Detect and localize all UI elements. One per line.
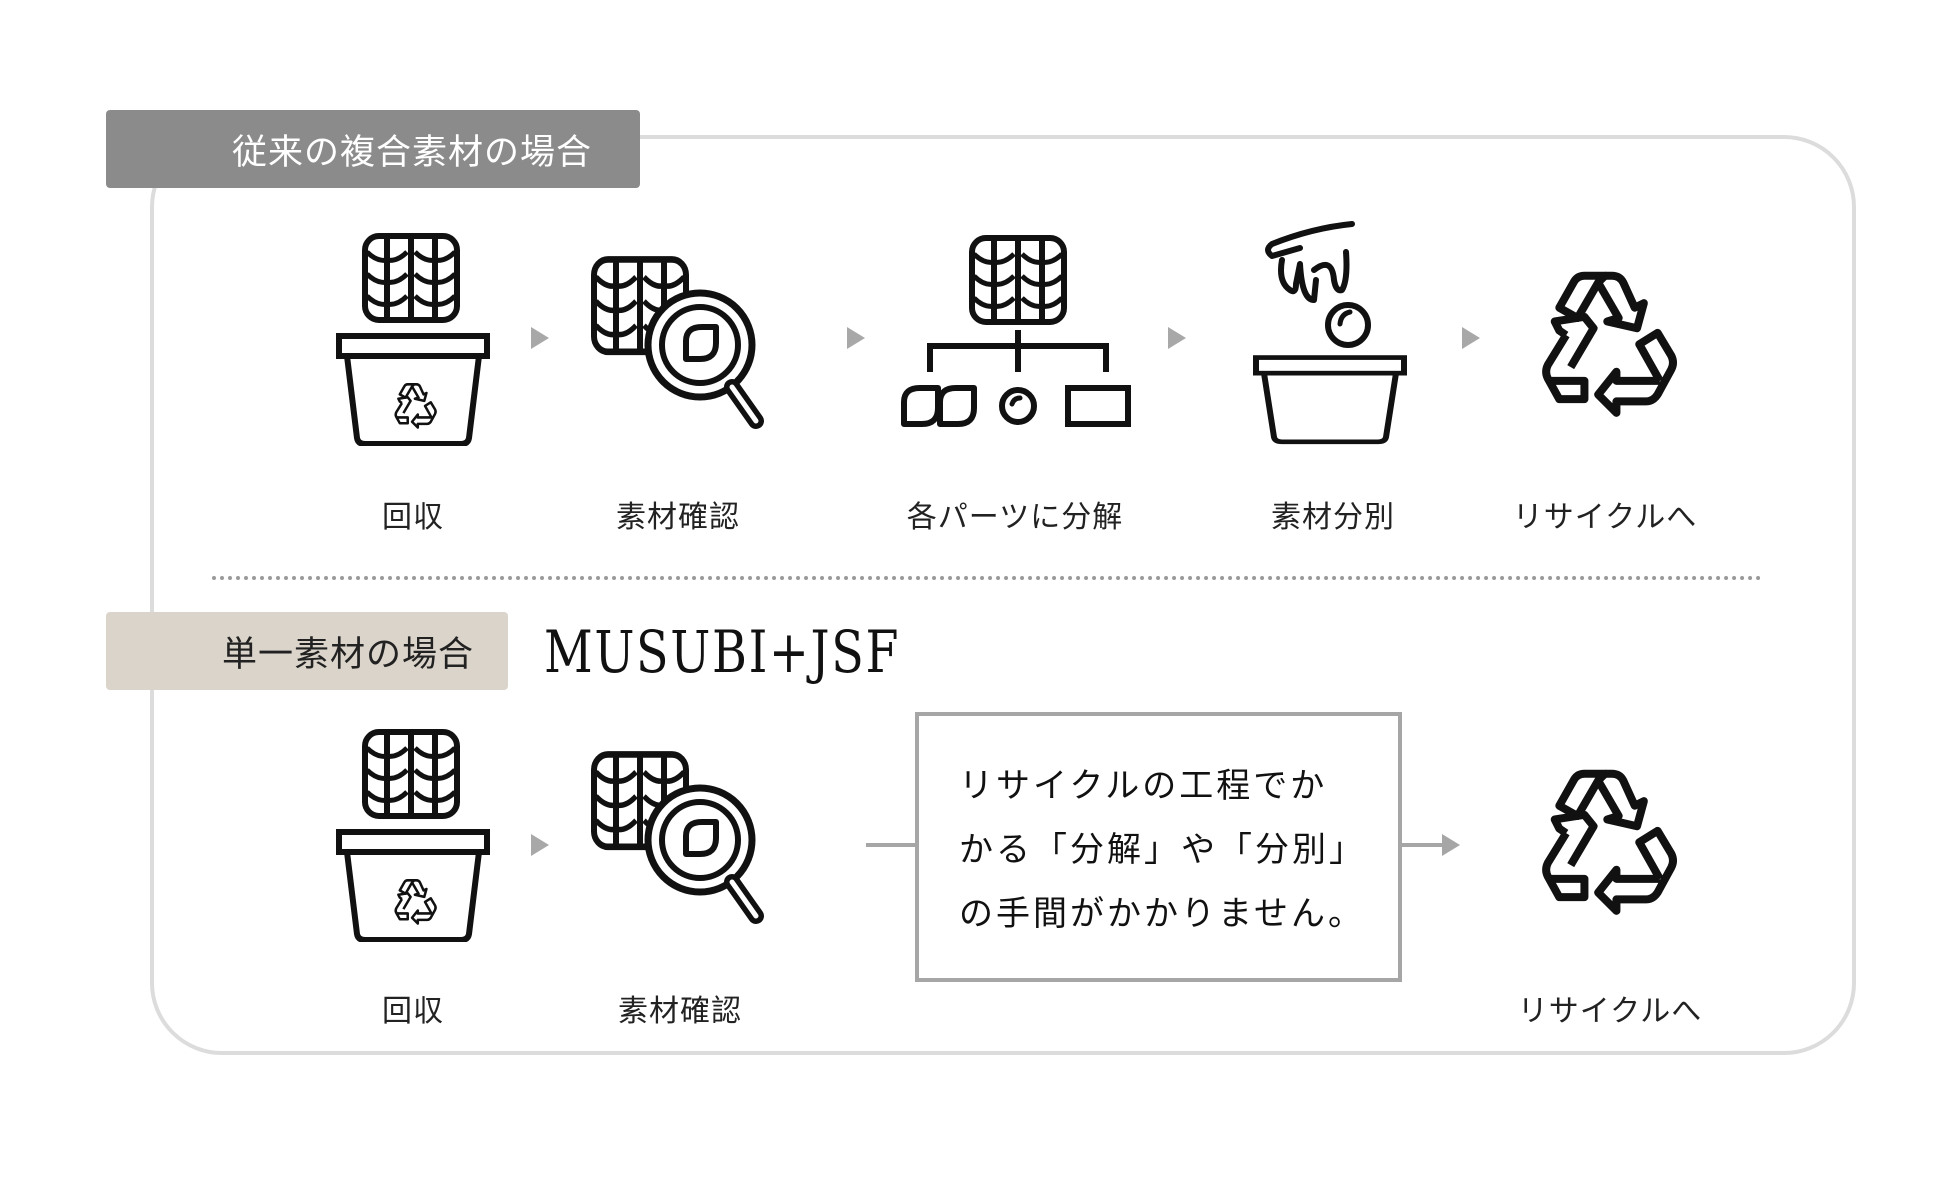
step-label: 回収 [382, 994, 444, 1029]
step-arrow-icon [531, 834, 549, 856]
wheat-bin-icon [335, 726, 491, 942]
wheat-magnifier-icon [590, 255, 790, 435]
step-label: 素材確認 [618, 994, 742, 1029]
connector-line [1402, 843, 1444, 847]
arrow-right-icon [1442, 834, 1460, 856]
single-material-section-tag: 単一素材の場合 [106, 612, 508, 690]
wheat-bin-icon [335, 230, 491, 446]
conventional-section-title: 従来の複合素材の場合 [231, 132, 592, 173]
brand-logo: MUSUBI+JSF [544, 618, 901, 686]
step-label: 回収 [382, 500, 444, 535]
step-arrow-icon [1462, 327, 1480, 349]
wheat-magnifier-icon [590, 750, 790, 930]
hand-drop-bin-icon [1252, 220, 1412, 450]
wheat-parts-tree-icon [898, 232, 1138, 432]
connector-line [866, 843, 916, 847]
conventional-section-tag: 従来の複合素材の場合 [106, 110, 640, 188]
note-line: の手間がかかりません。 [959, 894, 1365, 934]
note-line: かる「分解」や「分別」 [959, 830, 1366, 870]
step-label: リサイクルへ [1517, 994, 1703, 1029]
recycle-icon [1520, 760, 1690, 920]
step-label: 素材分別 [1271, 500, 1395, 535]
recycle-icon [1520, 262, 1690, 422]
step-arrow-icon [531, 327, 549, 349]
benefit-note-box: リサイクルの工程でか かる「分解」や「分別」 の手間がかかりません。 [915, 712, 1402, 982]
step-label: 各パーツに分解 [906, 500, 1124, 535]
section-divider [212, 576, 1762, 580]
step-label: 素材確認 [616, 500, 740, 535]
step-arrow-icon [847, 327, 865, 349]
single-material-section-title: 単一素材の場合 [221, 634, 474, 675]
note-line: リサイクルの工程でか [959, 766, 1328, 806]
step-label: リサイクルへ [1512, 500, 1698, 535]
step-arrow-icon [1168, 327, 1186, 349]
diagram-frame [150, 135, 1856, 1055]
